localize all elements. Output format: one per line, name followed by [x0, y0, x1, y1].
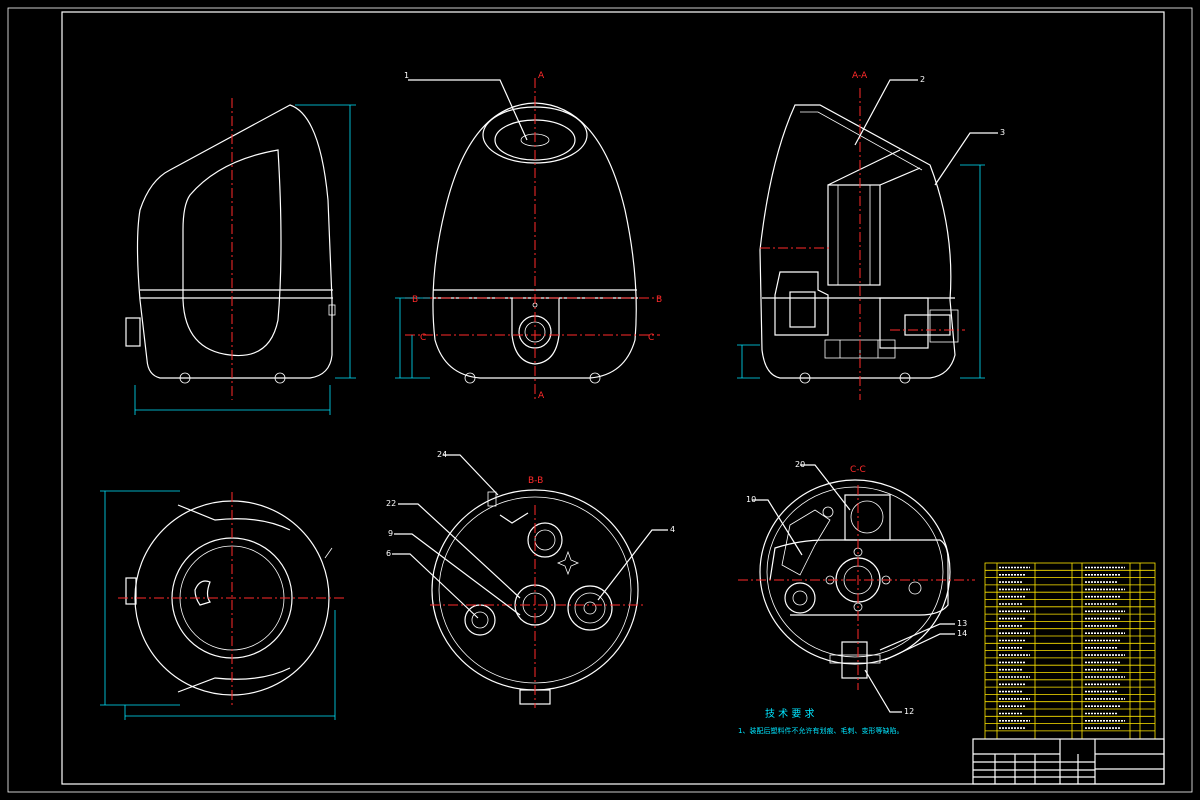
balloon-aa-1: 2	[920, 75, 925, 84]
title-block	[972, 738, 1165, 785]
tech-req-item-1: 1、装配后塑料件不允许有划痕、毛刺、变形等缺陷。	[738, 726, 903, 735]
tech-req-title: 技 术 要 求	[765, 707, 815, 720]
balloon-bb-9: 9	[388, 529, 393, 538]
side-view	[125, 98, 356, 415]
balloon-1: 1	[404, 71, 409, 80]
balloon-bb-4: 4	[670, 525, 675, 534]
section-bb-view: B-B 24 22 9 6 4	[386, 450, 675, 708]
section-a-top: A	[538, 71, 545, 81]
balloon-aa-2: 3	[1000, 128, 1005, 137]
outer-frame	[7, 7, 1193, 793]
section-aa-view: A-A 2 3	[737, 71, 1005, 400]
parts-list-table	[984, 562, 1156, 740]
front-view: 1 A A B B C C	[395, 71, 662, 401]
balloon-cc-12: 12	[904, 707, 914, 716]
section-b-right: B	[656, 295, 662, 305]
section-bb-title: B-B	[528, 476, 543, 486]
balloon-bb-24: 24	[437, 450, 447, 459]
section-a-bottom: A	[538, 391, 545, 401]
section-cc-view: C-C 20 10 13 14 12	[738, 460, 975, 716]
technical-requirements: 技 术 要 求 1、装配后塑料件不允许有划痕、毛刺、变形等缺陷。	[738, 707, 903, 735]
top-view	[100, 490, 345, 720]
balloon-bb-6: 6	[386, 549, 391, 558]
section-aa-title: A-A	[852, 71, 868, 81]
section-c-left: C	[420, 333, 426, 343]
section-b-left: B	[412, 295, 418, 305]
balloon-cc-13: 13	[957, 619, 967, 628]
section-c-right: C	[648, 333, 654, 343]
balloon-cc-14: 14	[957, 629, 967, 638]
balloon-bb-22: 22	[386, 499, 396, 508]
balloon-cc-10: 10	[746, 495, 756, 504]
balloon-cc-20: 20	[795, 460, 805, 469]
section-cc-title: C-C	[850, 465, 866, 475]
inner-frame	[61, 11, 1165, 785]
